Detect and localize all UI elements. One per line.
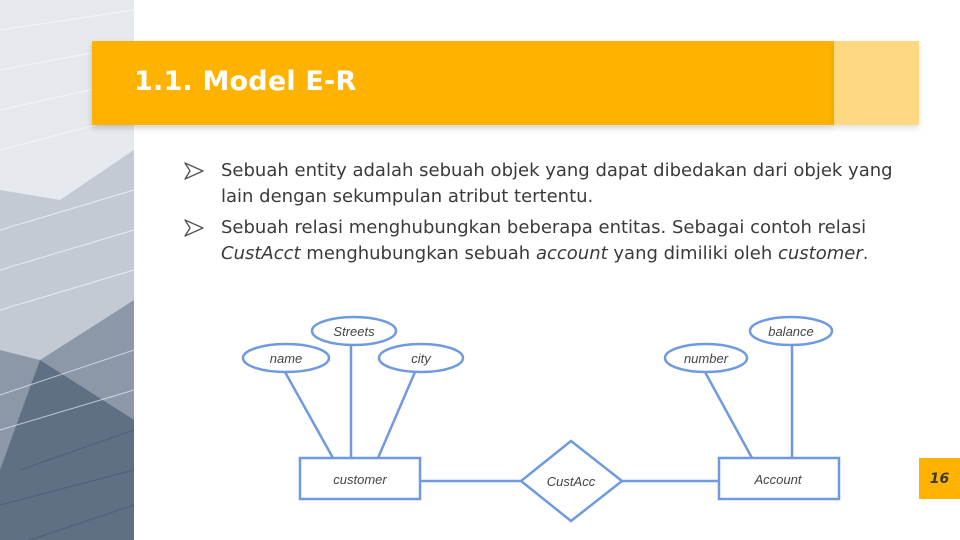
attribute-city-label: city	[411, 351, 432, 366]
bullet-text: Sebuah entity adalah sebuah objek yang d…	[221, 160, 893, 207]
attribute-name-label: name	[270, 351, 303, 366]
attribute-streets-label: Streets	[333, 324, 375, 339]
slide-title: 1.1. Model E-R	[134, 66, 357, 97]
entity-customer-label: customer	[333, 472, 387, 487]
entity-account-label: Account	[754, 472, 803, 487]
bullet-list: Sebuah entity adalah sebuah objek yang d…	[183, 158, 903, 272]
attribute-number-ellipse	[663, 342, 749, 374]
title-bar	[92, 41, 834, 125]
connector-number	[703, 371, 754, 459]
relationship-label: CustAcc	[547, 474, 596, 489]
arrowhead-bullet-icon	[184, 219, 204, 237]
bullet-item: Sebuah relasi menghubungkan beberapa ent…	[183, 215, 903, 266]
relationship-diamond	[518, 439, 625, 523]
attribute-balance-ellipse	[748, 315, 834, 347]
entity-customer-box	[298, 456, 422, 501]
entity-account-box	[717, 456, 841, 501]
attribute-streets-ellipse	[310, 315, 398, 347]
connector-city	[376, 371, 417, 459]
bullet-item: Sebuah entity adalah sebuah objek yang d…	[183, 158, 903, 209]
attribute-balance-label: balance	[768, 324, 814, 339]
bullet-text: Sebuah relasi menghubungkan beberapa ent…	[221, 217, 869, 264]
attribute-name-ellipse	[241, 342, 331, 374]
connector-name	[283, 371, 335, 459]
attribute-city-ellipse	[377, 342, 465, 374]
arrowhead-bullet-icon	[184, 162, 204, 180]
page-number-badge: 16	[919, 458, 960, 499]
attribute-number-label: number	[684, 351, 729, 366]
title-bar-accent	[834, 41, 919, 125]
